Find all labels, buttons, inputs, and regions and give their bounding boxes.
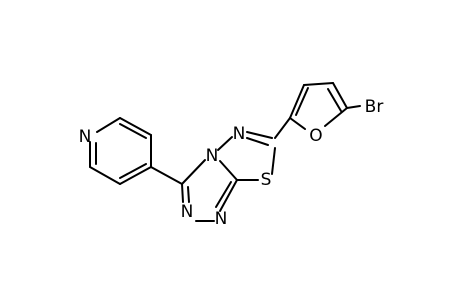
bond — [219, 160, 238, 181]
triazole-nitrogen-2-label: N — [215, 209, 228, 229]
bond — [217, 136, 233, 151]
bond — [274, 117, 291, 139]
bond — [215, 181, 232, 208]
triazolothiadiazole-ring-system — [150, 131, 276, 222]
thiadiazole-nitrogen-label: N — [233, 124, 246, 144]
pyridine-nitrogen-label: N — [79, 127, 92, 147]
furan-oxygen-label: O — [309, 126, 322, 146]
pyridine-ring — [89, 117, 152, 185]
bromofuran-ring — [274, 82, 361, 139]
bond — [119, 123, 147, 139]
bond — [332, 82, 348, 109]
bond — [187, 186, 190, 203]
bond — [295, 87, 309, 116]
bond — [246, 131, 273, 139]
bond — [346, 105, 361, 109]
bond — [119, 163, 147, 179]
bond — [89, 166, 121, 185]
bond — [181, 183, 184, 203]
bond — [96, 117, 121, 133]
bond — [246, 137, 269, 146]
bond — [150, 166, 183, 185]
bond — [289, 84, 305, 119]
bond — [181, 159, 206, 185]
triazole-nitrogen-1-label: N — [181, 202, 194, 222]
atom-labels: N N N S N N O Br — [79, 97, 384, 229]
bridgehead-nitrogen-label: N — [206, 146, 219, 166]
bond — [327, 88, 342, 112]
bond — [303, 82, 334, 86]
bond — [324, 107, 348, 127]
bromine-label: Br — [365, 97, 384, 117]
bond — [119, 166, 152, 185]
bond — [219, 179, 238, 212]
sulfur-label: S — [261, 170, 272, 190]
bond — [271, 147, 276, 175]
bond — [119, 117, 152, 136]
bond — [289, 117, 306, 130]
